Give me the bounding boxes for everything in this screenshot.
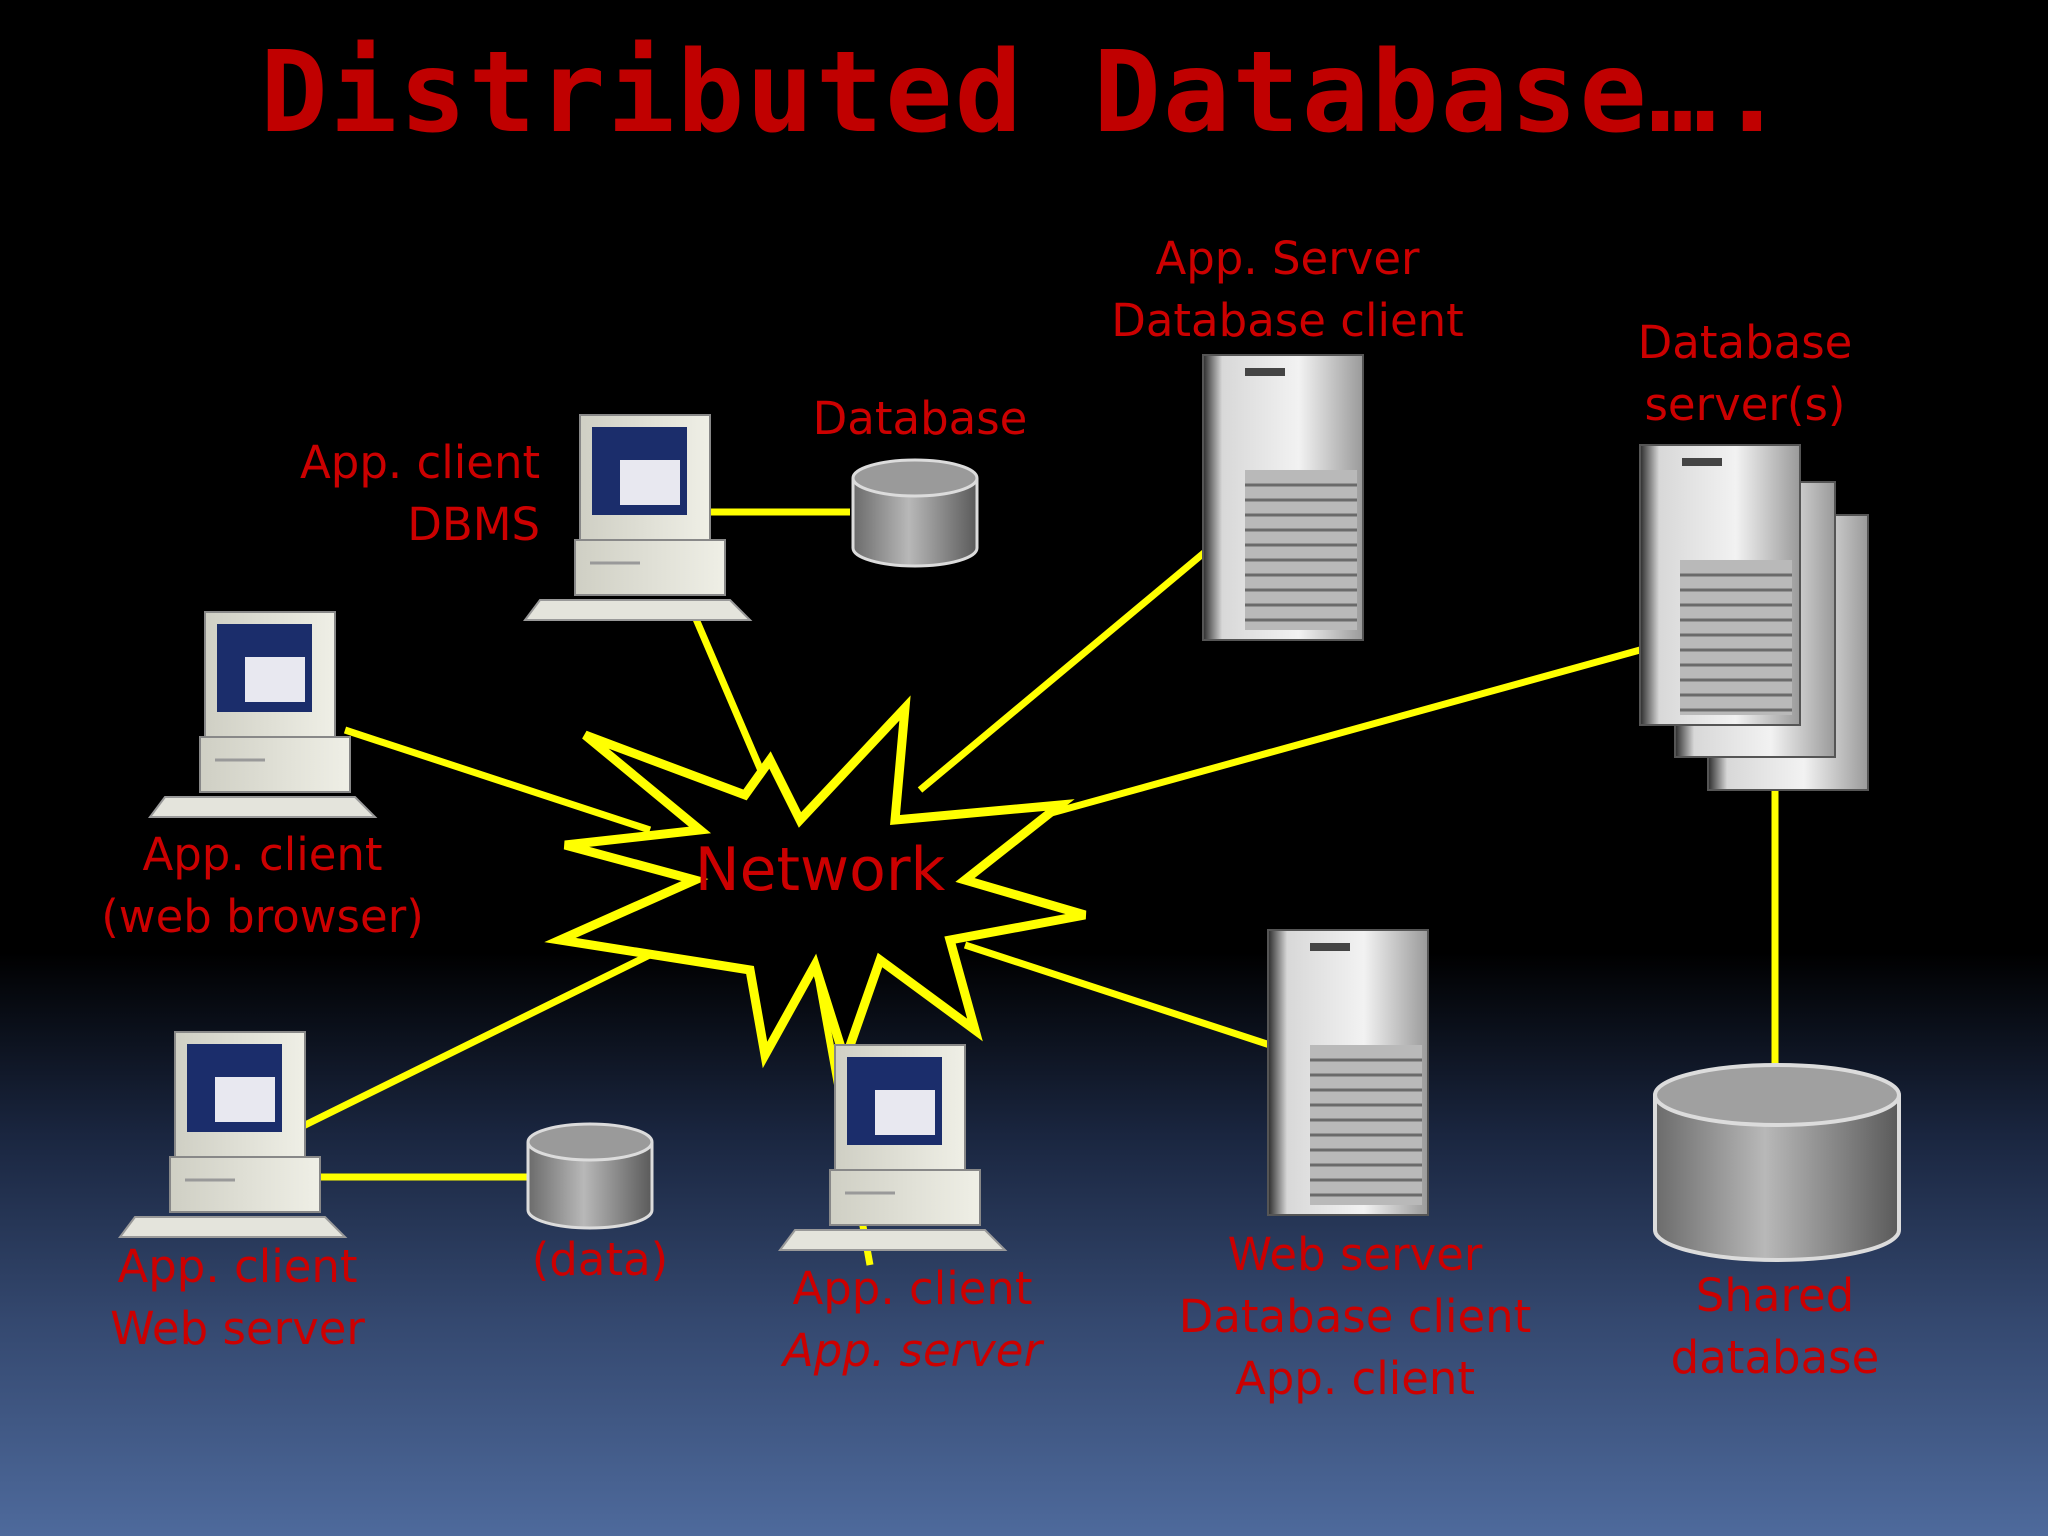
- shared-database-cylinder-icon: [1653, 1063, 1901, 1262]
- label-line: Database: [1637, 316, 1853, 369]
- label-line: App. client: [117, 1240, 358, 1293]
- label-line: DBMS: [407, 498, 541, 551]
- label-app-client-web-server: App. client Web server: [80, 1236, 395, 1360]
- network-burst-icon: [544, 695, 1087, 1075]
- network-label: Network: [694, 835, 946, 905]
- page-title: Distributed Database….: [260, 28, 1788, 158]
- network-links: [293, 508, 1779, 1266]
- label-line: Shared: [1695, 1269, 1855, 1322]
- label-line: App. server: [783, 1324, 1042, 1377]
- desktop-computer-icon: [148, 611, 378, 818]
- label-database-servers: Database server(s): [1620, 312, 1870, 436]
- label-line: App. Server: [1155, 232, 1420, 285]
- desktop-computer-icon: [118, 1031, 348, 1238]
- link-dbms-client: [686, 603, 769, 782]
- web-server-tower-icon: [1267, 929, 1429, 1216]
- database-cylinder-icon: [851, 458, 979, 568]
- label-line: App. client: [792, 1262, 1033, 1315]
- link-web-browser-client: [343, 726, 652, 834]
- label-line: App. client: [142, 828, 383, 881]
- desktop-computer-icon: [523, 414, 753, 621]
- data-cylinder-icon: [526, 1122, 654, 1230]
- label-line: Web server: [110, 1302, 365, 1355]
- link-web-server: [963, 941, 1272, 1049]
- label-line: App. client: [1234, 1352, 1476, 1405]
- database-servers-stack-icon: [1639, 444, 1869, 791]
- label-line: App. client: [300, 436, 541, 489]
- link-db-servers: [989, 646, 1641, 834]
- label-line: Database client: [1111, 294, 1464, 347]
- label-app-server: App. Server Database client: [1100, 228, 1475, 352]
- label-app-client-app-server: App. client App. server: [755, 1258, 1070, 1382]
- label-line: (web browser): [101, 890, 424, 943]
- label-web-server: Web server Database client App. client: [1160, 1224, 1550, 1410]
- label-line: server(s): [1644, 378, 1846, 431]
- label-line: Database client: [1178, 1290, 1532, 1343]
- label-app-client-dbms: App. client DBMS: [300, 432, 540, 556]
- link-app-server: [917, 549, 1208, 793]
- label-line: Database: [812, 392, 1028, 445]
- label-line: (data): [531, 1233, 669, 1286]
- desktop-computer-icon: [778, 1044, 1008, 1251]
- label-shared-database: Shared database: [1640, 1265, 1910, 1389]
- label-app-client-web-browser: App. client (web browser): [90, 824, 435, 948]
- label-line: Web server: [1227, 1228, 1483, 1281]
- label-database: Database: [805, 388, 1035, 450]
- link-webserver-client: [293, 936, 682, 1134]
- app-server-tower-icon: [1202, 354, 1364, 641]
- label-data: (data): [515, 1229, 685, 1291]
- label-line: database: [1670, 1331, 1880, 1384]
